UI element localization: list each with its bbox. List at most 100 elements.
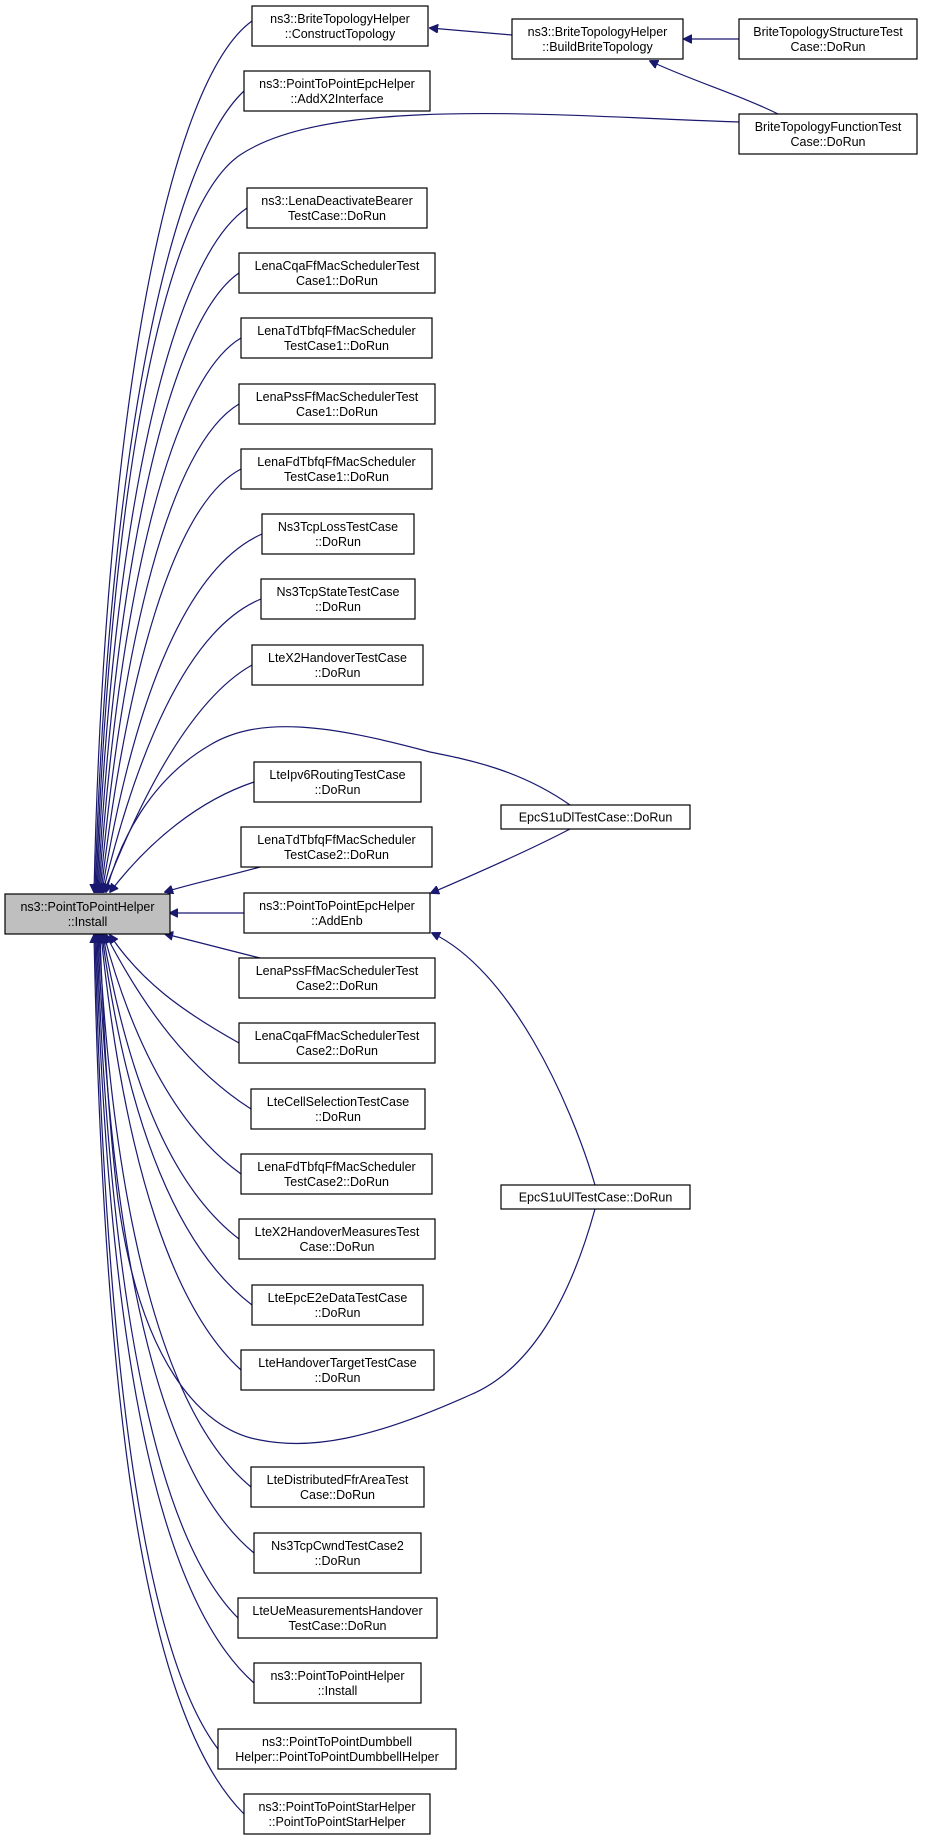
node-e2e[interactable]: LteEpcE2eDataTestCase::DoRun [251, 1284, 424, 1326]
node-label-line: LteIpv6RoutingTestCase [269, 768, 405, 782]
edge-epc_addx2-to-root [95, 90, 245, 892]
node-x2ho[interactable]: LteX2HandoverTestCase::DoRun [251, 644, 424, 686]
node-box [238, 252, 436, 294]
node-label-line: TestCase::DoRun [288, 209, 386, 223]
node-label-line: LteDistributedFfrAreaTest [267, 1473, 409, 1487]
node-s1uul[interactable]: EpcS1uUlTestCase::DoRun [500, 1184, 691, 1210]
node-label-line: Case1::DoRun [296, 405, 378, 419]
node-label-line: ::DoRun [315, 783, 361, 797]
node-label-line: LenaTdTbfqFfMacScheduler [257, 324, 415, 338]
node-box [251, 644, 424, 686]
edge-cqa2-to-root [110, 935, 240, 1044]
node-label-line: Ns3TcpLossTestCase [278, 520, 398, 534]
node-label-line: LteEpcE2eDataTestCase [268, 1291, 408, 1305]
node-p2p-install[interactable]: ns3::PointToPointHelper::Install [253, 1662, 422, 1704]
node-tcploss[interactable]: Ns3TcpLossTestCase::DoRun [261, 513, 415, 555]
node-tcpstate[interactable]: Ns3TcpStateTestCase::DoRun [260, 578, 416, 620]
edge-e2e-to-root [102, 935, 253, 1306]
edge-ipv6-to-root [110, 781, 255, 892]
node-label-line: ns3::BriteTopologyHelper [270, 12, 410, 26]
edge-cellsel-to-root [106, 935, 252, 1110]
node-label-line: ::DoRun [315, 666, 361, 680]
node-dumbbell[interactable]: ns3::PointToPointDumbbellHelper::PointTo… [217, 1728, 457, 1770]
node-cellsel[interactable]: LteCellSelectionTestCase::DoRun [250, 1088, 426, 1130]
node-box [500, 1184, 691, 1210]
node-label-line: TestCase2::DoRun [284, 1175, 389, 1189]
node-epc-addenb[interactable]: ns3::PointToPointEpcHelper::AddEnb [243, 892, 431, 934]
edge-cqa1-to-root [98, 272, 240, 892]
node-label-line: ::DoRun [315, 535, 361, 549]
node-cwnd2[interactable]: Ns3TcpCwndTestCase2::DoRun [253, 1532, 422, 1574]
node-label-line: LenaCqaFfMacSchedulerTest [255, 259, 420, 273]
node-box [238, 1022, 436, 1064]
node-label-line: LteUeMeasurementsHandover [252, 1604, 422, 1618]
edge-p2p_install-to-root [96, 935, 255, 1684]
edge-s1udl-to-root [106, 726, 571, 892]
node-epc-addx2[interactable]: ns3::PointToPointEpcHelper::AddX2Interfa… [243, 70, 431, 112]
node-brite-construct[interactable]: ns3::BriteTopologyHelper::ConstructTopol… [251, 5, 429, 47]
node-label-line: ::Install [318, 1684, 358, 1698]
edge-brite-func-to-build [650, 61, 779, 115]
edge-lena_deact-to-root [97, 207, 248, 892]
edge-ffrarea-to-root [99, 935, 252, 1488]
node-label-line: TestCase1::DoRun [284, 339, 389, 353]
node-label-line: Case2::DoRun [296, 979, 378, 993]
edges-layer [94, 20, 779, 1815]
node-box [251, 5, 429, 47]
node-box [240, 317, 433, 359]
node-label-line: LenaPssFfMacSchedulerTest [256, 390, 419, 404]
node-label-line: Case1::DoRun [296, 274, 378, 288]
node-box [217, 1728, 457, 1770]
node-label-line: TestCase1::DoRun [284, 470, 389, 484]
nodes-layer: ns3::PointToPointHelper::Install ns3::Bri… [4, 5, 918, 1835]
node-box [237, 1597, 438, 1639]
node-box [238, 1218, 436, 1260]
node-box [738, 113, 918, 155]
edge-brite_func-to-root [96, 112, 740, 892]
node-label-line: ns3::PointToPointHelper [270, 1669, 404, 1683]
edge-tdtbfq2-to-root [165, 866, 261, 892]
node-label-line: ns3::PointToPointStarHelper [258, 1800, 415, 1814]
node-label-line: ::AddX2Interface [290, 92, 383, 106]
node-label-line: ns3::LenaDeactivateBearer [261, 194, 412, 208]
node-star[interactable]: ns3::PointToPointStarHelper::PointToPoin… [243, 1793, 431, 1835]
node-root[interactable]: ns3::PointToPointHelper::Install [4, 893, 171, 935]
node-box [4, 893, 171, 935]
edge-tdtbfq1-to-root [99, 337, 242, 892]
node-box [238, 383, 436, 425]
node-box [240, 1153, 433, 1195]
node-ipv6[interactable]: LteIpv6RoutingTestCase::DoRun [253, 761, 422, 803]
node-label-line: ::DoRun [315, 600, 361, 614]
node-label-line: ::DoRun [315, 1306, 361, 1320]
node-label-line: ::Install [68, 915, 108, 929]
node-box [240, 448, 433, 490]
node-hotarget[interactable]: LteHandoverTargetTestCase::DoRun [240, 1349, 435, 1391]
edge-brite-build-to-construct [430, 28, 513, 36]
node-label-line: ns3::PointToPointHelper [20, 900, 154, 914]
node-s1udl[interactable]: EpcS1uDlTestCase::DoRun [500, 804, 691, 830]
node-box [738, 18, 918, 60]
node-label-line: ::DoRun [315, 1110, 361, 1124]
node-label-line: ns3::PointToPointEpcHelper [259, 899, 415, 913]
edge-tcpstate-to-root [103, 598, 262, 892]
node-label-line: ns3::PointToPointDumbbell [262, 1735, 412, 1749]
node-box [261, 513, 415, 555]
edge-uemeas-to-root [97, 935, 239, 1619]
node-label-line: ::ConstructTopology [285, 27, 396, 41]
node-brite-build[interactable]: ns3::BriteTopologyHelper::BuildBriteTopo… [511, 18, 684, 60]
